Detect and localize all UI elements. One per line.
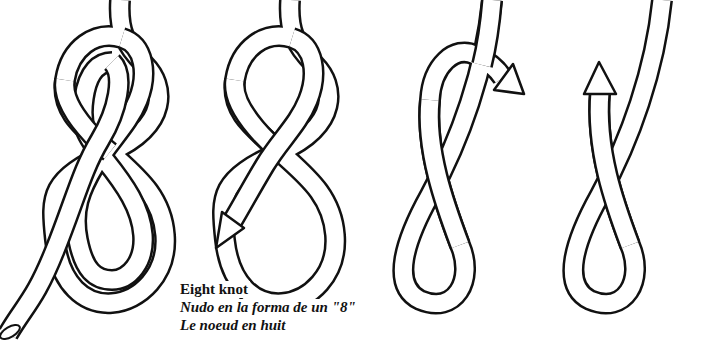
eight-knot-step-four bbox=[573, 0, 662, 304]
finished-eight-knot bbox=[0, 0, 165, 342]
caption-spanish: Nudo en la forma de un "8" bbox=[178, 299, 358, 316]
caption-english: Eight knot bbox=[178, 281, 250, 298]
eight-knot-step-three bbox=[403, 0, 524, 304]
caption-french: Le noeud en huit bbox=[178, 317, 287, 334]
eight-knot-step-two bbox=[216, 0, 335, 303]
